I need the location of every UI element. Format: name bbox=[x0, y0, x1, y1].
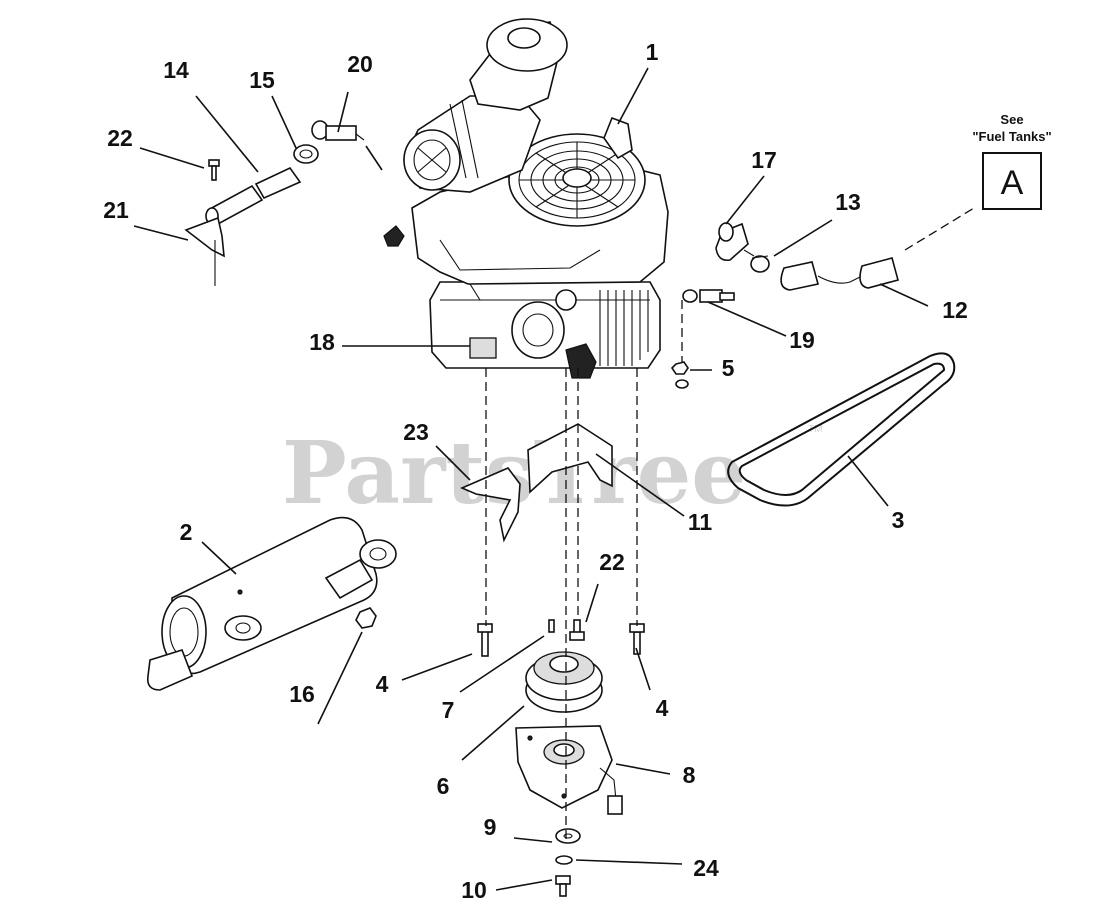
washer[interactable] bbox=[555, 828, 581, 844]
watermark-trademark: TM bbox=[808, 424, 822, 435]
callout-4-right: 4 bbox=[656, 695, 669, 721]
reference-letter: A bbox=[1001, 164, 1024, 202]
muffler[interactable] bbox=[146, 516, 397, 691]
callout-14: 14 bbox=[163, 57, 189, 83]
screw-lower[interactable] bbox=[569, 619, 585, 641]
callout-24: 24 bbox=[693, 855, 719, 881]
callout-11: 11 bbox=[688, 509, 713, 535]
leader-lines bbox=[133, 67, 929, 891]
callout-1: 1 bbox=[646, 39, 659, 65]
callout-6: 6 bbox=[437, 773, 450, 799]
callout-5: 5 bbox=[722, 355, 735, 381]
callout-15: 15 bbox=[249, 67, 275, 93]
hex-nut-small[interactable] bbox=[670, 361, 689, 375]
callout-2: 2 bbox=[180, 519, 193, 545]
callout-18: 18 bbox=[309, 329, 335, 355]
regulator bbox=[565, 343, 597, 379]
callout-17: 17 bbox=[751, 147, 777, 173]
cooling-fins bbox=[599, 290, 649, 366]
vent-hose[interactable] bbox=[205, 166, 302, 226]
engine-assembly[interactable] bbox=[383, 18, 669, 379]
mounting-bolt-left[interactable] bbox=[477, 623, 493, 657]
callout-7: 7 bbox=[442, 697, 455, 723]
hose-clamp[interactable] bbox=[750, 255, 770, 273]
callout-8: 8 bbox=[683, 762, 696, 788]
screw-upper[interactable] bbox=[208, 159, 220, 181]
callout-3: 3 bbox=[892, 507, 905, 533]
flywheel-screen bbox=[508, 133, 646, 227]
callout-19: 19 bbox=[789, 327, 815, 353]
air-intake bbox=[469, 18, 568, 111]
reference-box bbox=[982, 152, 1042, 210]
callout-22-upper: 22 bbox=[107, 125, 133, 151]
hose-clip[interactable] bbox=[293, 144, 319, 164]
hose-bracket[interactable] bbox=[184, 216, 225, 286]
callout-16: 16 bbox=[289, 681, 315, 707]
callout-12: 12 bbox=[942, 297, 968, 323]
air-cleaner bbox=[403, 95, 541, 193]
breather-fitting[interactable] bbox=[311, 120, 383, 171]
alignment-lines bbox=[485, 207, 975, 840]
fuel-hose[interactable] bbox=[780, 257, 899, 291]
pulley[interactable] bbox=[525, 651, 603, 713]
mounting-bracket[interactable] bbox=[459, 467, 521, 543]
callout-20: 20 bbox=[347, 51, 373, 77]
drive-belt[interactable] bbox=[727, 352, 956, 507]
fuel-filter[interactable] bbox=[715, 222, 755, 262]
callout-13: 13 bbox=[835, 189, 861, 215]
pto-bolt[interactable] bbox=[555, 875, 571, 897]
see-label: See bbox=[1000, 112, 1023, 127]
heat-shield-bracket[interactable] bbox=[527, 423, 613, 494]
callout-10: 10 bbox=[461, 877, 487, 903]
fuel-fitting[interactable] bbox=[682, 289, 735, 303]
callout-4-left: 4 bbox=[376, 671, 389, 697]
electric-clutch[interactable] bbox=[515, 725, 623, 815]
fuel-tanks-reference[interactable]: See "Fuel Tanks" A bbox=[972, 112, 1052, 210]
hex-nut[interactable] bbox=[355, 607, 377, 629]
lock-washer[interactable] bbox=[555, 855, 573, 865]
starter-motor bbox=[511, 301, 565, 359]
callout-23: 23 bbox=[403, 419, 429, 445]
callout-9: 9 bbox=[484, 814, 497, 840]
woodruff-key[interactable] bbox=[548, 619, 555, 633]
callout-22-lower: 22 bbox=[599, 549, 625, 575]
callouts: 1 2 3 4 4 5 6 7 8 9 10 11 12 13 14 15 16… bbox=[103, 39, 968, 903]
oil-filter-mount bbox=[469, 337, 497, 359]
fuel-tanks-label: "Fuel Tanks" bbox=[972, 129, 1051, 144]
callout-21: 21 bbox=[103, 197, 129, 223]
